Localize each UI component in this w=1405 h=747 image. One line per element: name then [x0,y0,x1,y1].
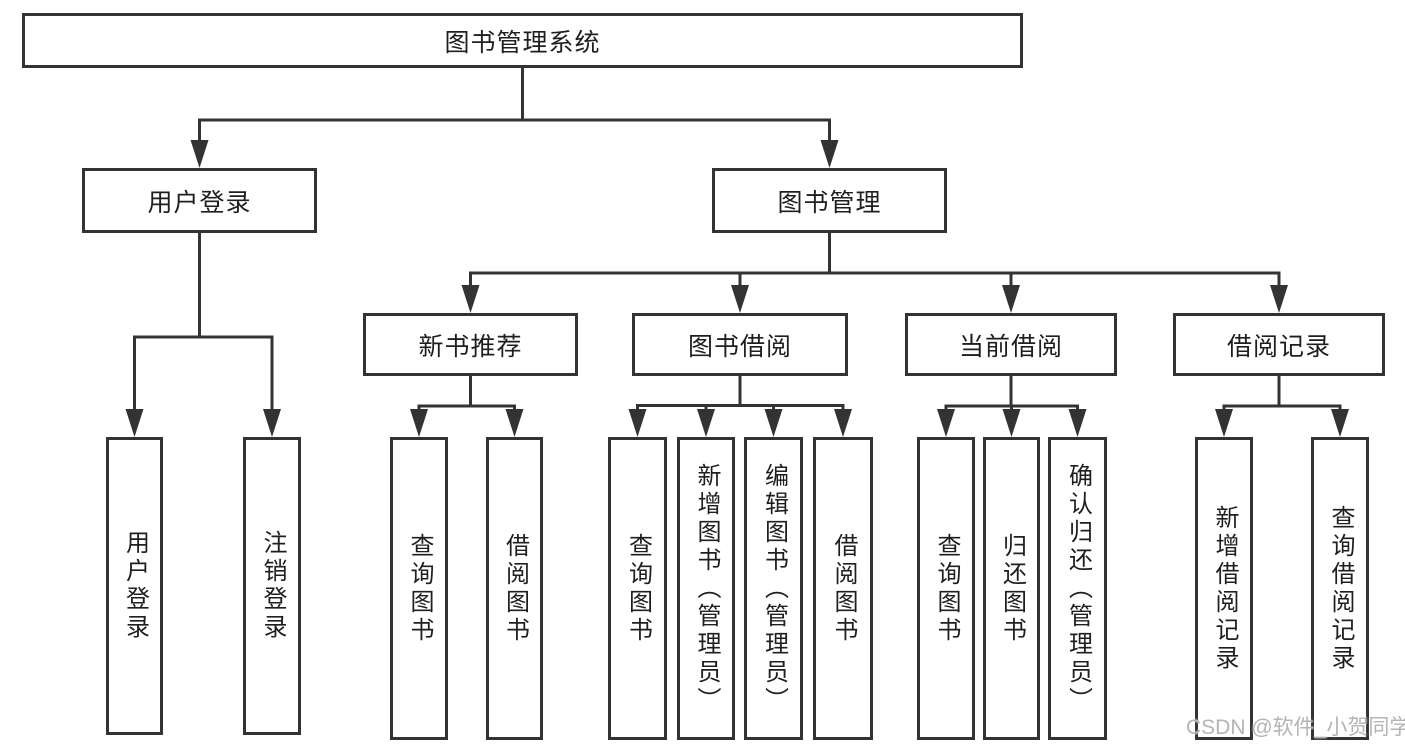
node-borrowing-records-label: 借阅记录 [1226,332,1331,361]
arrowhead-leaf-8 [834,409,852,437]
leaf-user-login: 用户登录 [106,437,163,735]
arrowhead-leaf-6 [697,409,715,437]
arrowhead-leaf-7 [764,409,783,437]
leaf-confirm-return-admin: 确认归还（管理员） [1048,437,1107,740]
leaf-add-borrow-record: 新增借阅记录 [1195,437,1253,740]
leaf-return-books-label: 归还图书 [998,532,1026,645]
node-book-borrowing: 图书借阅 [632,313,848,376]
arrowhead-leaf-11 [1068,409,1087,437]
arrowhead-leaf-9 [937,409,955,437]
arrowhead-currentborrow [1002,285,1020,313]
leaf-user-login-label: 用户登录 [121,530,149,642]
leaf-query-books-recommend: 查询图书 [390,437,448,740]
leaf-borrow-books: 借阅图书 [813,437,873,740]
node-book-management: 图书管理 [712,168,947,233]
leaf-query-books-borrowing-label: 查询图书 [624,532,652,645]
leaf-add-borrow-record-label: 新增借阅记录 [1211,504,1238,673]
node-user-login: 用户登录 [82,168,317,233]
leaf-return-books: 归还图书 [983,437,1040,740]
leaf-query-borrow-record: 查询借阅记录 [1311,437,1369,740]
leaf-edit-books-admin: 编辑图书（管理员） [744,437,803,740]
leaf-query-books-current-label: 查询图书 [933,532,960,645]
leaf-query-books-recommend-label: 查询图书 [406,532,433,645]
leaf-borrow-books-recommend-label: 借阅图书 [501,532,529,645]
arrowhead-leaf-12 [1215,409,1233,437]
leaf-edit-books-admin-label: 编辑图书（管理员） [760,462,788,715]
node-book-borrowing-label: 图书借阅 [687,332,792,361]
arrowhead-bookmgmt [820,140,839,168]
arrowhead-leaf-13 [1331,409,1349,437]
node-current-borrowing-label: 当前借阅 [958,332,1063,361]
node-root-system: 图书管理系统 [22,13,1023,68]
leaf-add-books-admin: 新增图书（管理员） [677,437,735,740]
csdn-watermark: CSDN @软件_小贺同学 [1186,716,1405,739]
node-user-login-label: 用户登录 [147,188,252,217]
node-new-book-recommend-label: 新书推荐 [418,332,523,361]
arrowhead-leaf-5 [628,409,647,437]
leaf-confirm-return-admin-label: 确认归还（管理员） [1064,462,1092,715]
node-new-book-recommend: 新书推荐 [363,313,578,376]
node-current-borrowing: 当前借阅 [905,313,1117,376]
node-root-label: 图书管理系统 [444,28,601,57]
arrowhead-leaf-10 [1002,409,1021,437]
node-book-management-label: 图书管理 [777,188,882,217]
arrowhead-leaf-4 [505,409,524,437]
arrowhead-leaf-1 [125,409,144,437]
leaf-add-books-admin-label: 新增图书（管理员） [693,462,720,715]
leaf-borrow-books-label: 借阅图书 [830,532,857,645]
leaf-query-borrow-record-label: 查询借阅记录 [1327,504,1354,673]
leaf-query-books-current: 查询图书 [917,437,975,740]
leaf-borrow-books-recommend: 借阅图书 [486,437,543,740]
leaf-query-books-borrowing: 查询图书 [608,437,667,740]
leaf-logout-label: 注销登录 [259,530,286,642]
node-borrowing-records: 借阅记录 [1173,313,1385,376]
leaf-logout: 注销登录 [243,437,301,735]
arrowhead-userlogin [190,140,209,168]
arrowhead-leaf-2 [263,409,281,437]
arrowhead-newbook [461,285,480,313]
arrowhead-records [1270,285,1288,313]
arrowhead-leaf-3 [410,409,428,437]
arrowhead-bookborrow [731,285,749,313]
